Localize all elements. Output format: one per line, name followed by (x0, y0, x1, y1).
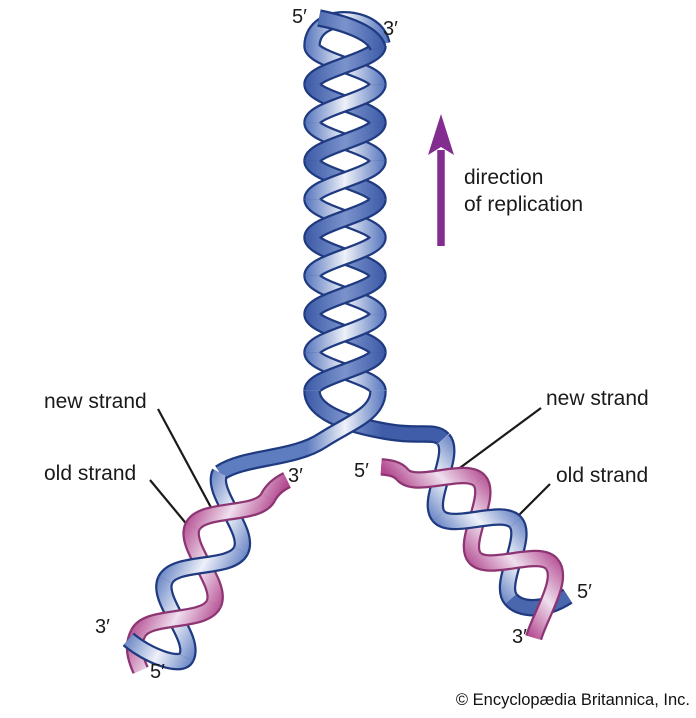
parent-helix-3-prime-label: 3′ (383, 18, 398, 40)
parent-helix (215, 9, 450, 481)
left-fork-new-strand-5-prime-label: 5′ (150, 661, 165, 683)
direction-caption-line1: direction (464, 166, 544, 189)
arrow-head (428, 114, 454, 155)
left-fork-old-strand-3-prime-label: 3′ (95, 616, 110, 638)
pointer-lines (149, 407, 551, 528)
left-fork-helix (122, 468, 292, 674)
right-fork-old-strand-5-prime-label: 5′ (577, 581, 592, 603)
right-new-strand-label: new strand (546, 387, 649, 410)
left-fork-new-strand-3-prime-label: 3′ (288, 465, 303, 487)
left-new-strand-label: new strand (44, 390, 147, 413)
left-old-strand-label: old strand (44, 462, 137, 485)
right-fork-new-strand-3-prime-label: 3′ (512, 626, 527, 648)
parent-helix-5-prime-label: 5′ (292, 6, 307, 28)
right-fork-new-strand-5-prime-label: 5′ (354, 460, 369, 482)
direction-caption-line2: of replication (464, 193, 584, 216)
left-new-strand-line (157, 408, 215, 514)
right-new-strand-line (456, 407, 542, 471)
right-old-strand-line (516, 483, 551, 518)
replication-direction-arrow (428, 114, 454, 246)
direction-of-replication-caption: direction of replication (464, 164, 583, 218)
left-old-strand-line (149, 479, 190, 528)
right-fork-helix (380, 433, 573, 641)
right-old-strand-label: old strand (556, 464, 649, 487)
copyright-credit: © Encyclopædia Britannica, Inc. (455, 691, 690, 709)
